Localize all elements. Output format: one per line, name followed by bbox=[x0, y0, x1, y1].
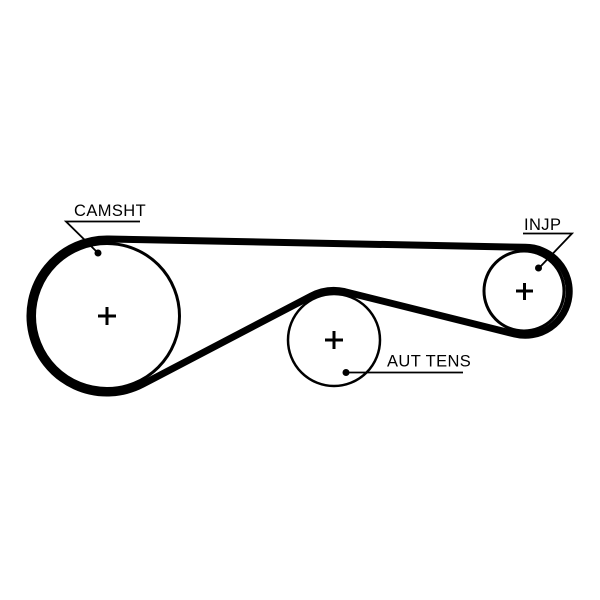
timing-belt bbox=[26, 235, 573, 397]
camshaft-callout: CAMSHT bbox=[63, 202, 146, 257]
injection-pump-pulley bbox=[482, 249, 566, 333]
auto-tensioner-anchor-dot bbox=[342, 369, 350, 376]
injection-pump-label: INJP bbox=[524, 216, 561, 234]
injection-pump-center-cross-icon bbox=[516, 283, 533, 300]
tensioner-pulley bbox=[286, 292, 382, 388]
auto-tensioner-callout: AUT TENS bbox=[342, 353, 471, 376]
injection-pump-leader-line bbox=[523, 232, 575, 268]
camshaft-label: CAMSHT bbox=[74, 202, 146, 220]
camshaft-leader-line bbox=[63, 220, 140, 253]
injection-pump-anchor-dot bbox=[535, 264, 542, 272]
camshaft-anchor-dot bbox=[94, 249, 102, 257]
auto-tensioner-label: AUT TENS bbox=[387, 353, 471, 371]
camshaft-pulley bbox=[33, 242, 181, 390]
injection-pump-callout: INJP bbox=[523, 216, 575, 272]
camshaft-center-cross-icon bbox=[98, 307, 116, 325]
tensioner-center-cross-icon bbox=[325, 331, 343, 349]
